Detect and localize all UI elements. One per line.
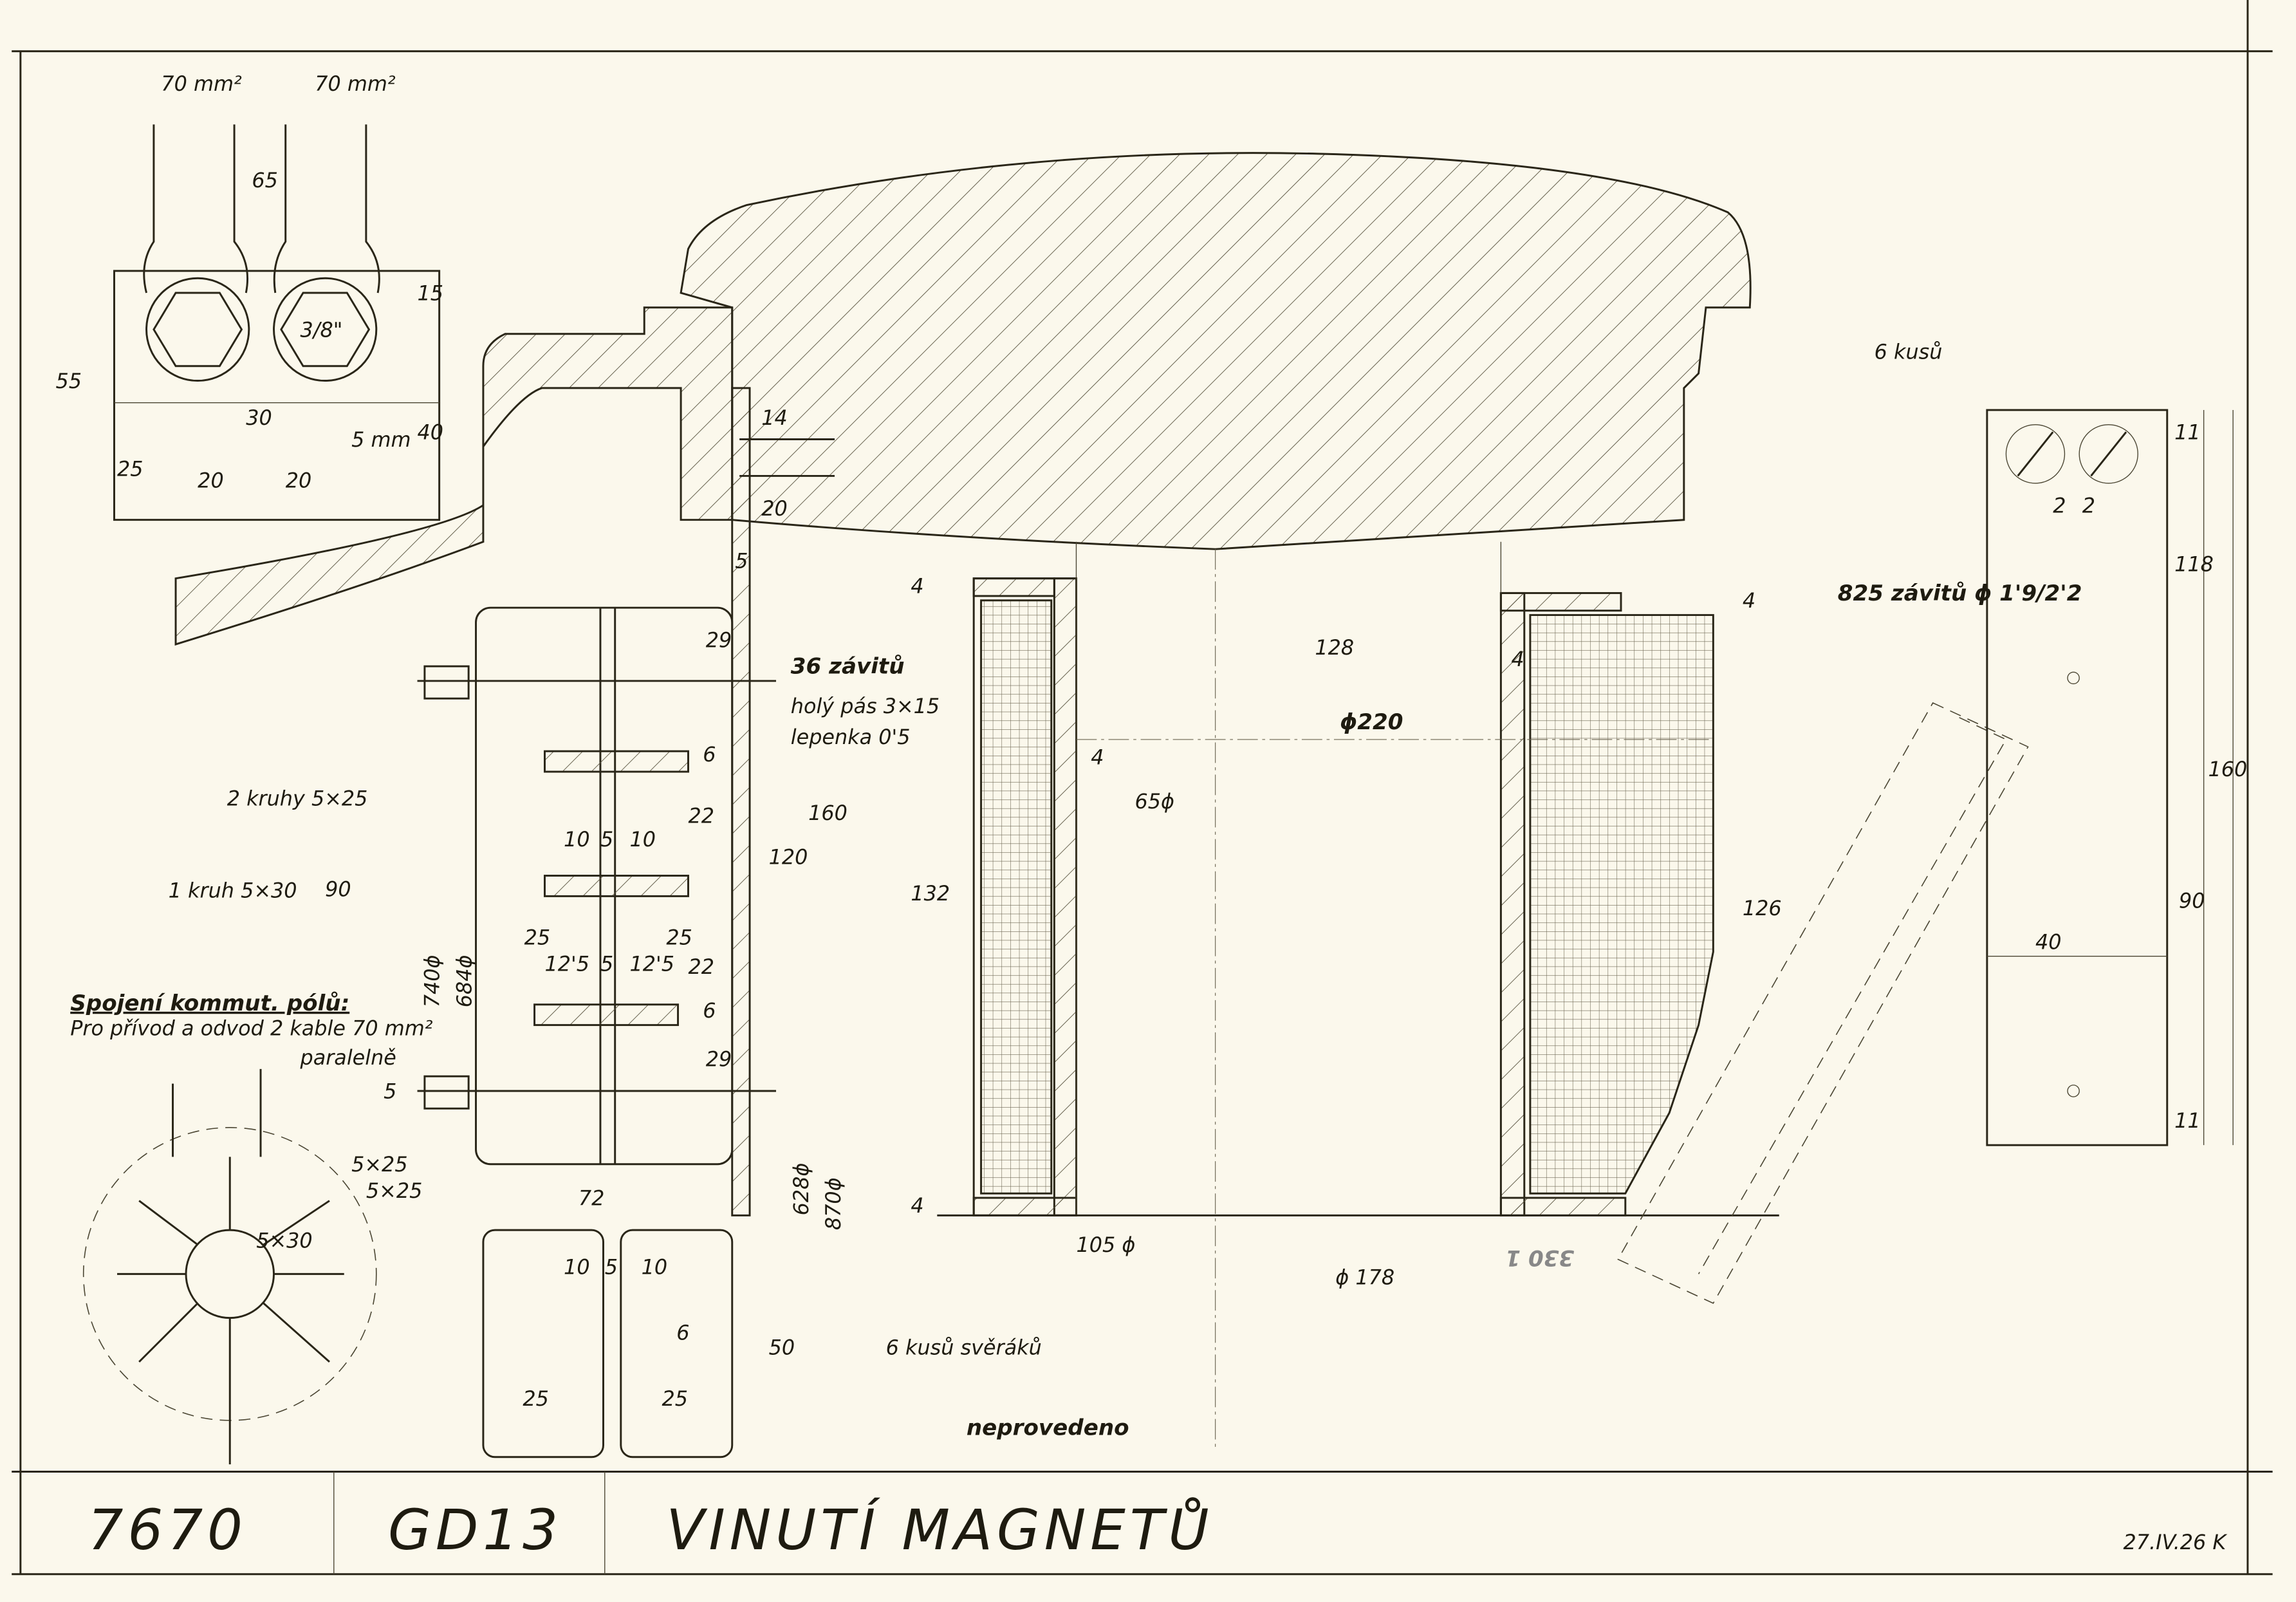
diagram-label: 5×30 bbox=[256, 1228, 312, 1253]
dim-15: 15 bbox=[418, 281, 444, 305]
dim-55: 55 bbox=[55, 369, 82, 393]
dim: 25 bbox=[666, 925, 692, 949]
dim-40: 40 bbox=[418, 420, 444, 445]
note-clamps: 6 kusů svěráků bbox=[886, 1336, 1042, 1360]
dim: 11 bbox=[2174, 420, 2201, 445]
shunt-coil bbox=[1499, 591, 1714, 1216]
dim: 5 bbox=[384, 1079, 396, 1103]
dim: 90 bbox=[325, 877, 351, 901]
dim: 4 bbox=[1743, 588, 1755, 613]
dim: 25 bbox=[523, 1386, 549, 1411]
note-36-turns: 36 závitů bbox=[791, 654, 905, 680]
connection-heading: Spojení kommut. pólů: bbox=[70, 991, 349, 1016]
main-pole-section bbox=[680, 152, 1752, 550]
drawing-number: 7670 bbox=[88, 1498, 247, 1563]
dim: 740ϕ bbox=[420, 955, 445, 1008]
drawing-title: VINUTÍ MAGNETŮ bbox=[666, 1496, 1213, 1563]
dim: 4 bbox=[1091, 745, 1104, 770]
dim: 684ϕ bbox=[452, 955, 477, 1008]
dim: 11 bbox=[2174, 1108, 2201, 1133]
note-insulation: lepenka 0'5 bbox=[791, 725, 911, 749]
dim: 25 bbox=[662, 1386, 689, 1411]
dim: 4 bbox=[911, 1193, 923, 1218]
dim: 50 bbox=[769, 1336, 795, 1360]
dim: 4 bbox=[911, 573, 923, 598]
dim: 105 ϕ bbox=[1077, 1233, 1136, 1257]
dim: ϕ 178 bbox=[1335, 1265, 1394, 1289]
dim: 10 bbox=[564, 827, 590, 852]
dim: 126 bbox=[1743, 896, 1782, 920]
pole-connection-diagram bbox=[82, 1068, 377, 1465]
dim: 120 bbox=[769, 844, 808, 869]
dim: 29 bbox=[706, 1047, 732, 1071]
dim: 20 bbox=[761, 496, 788, 521]
dim: 10 bbox=[642, 1254, 668, 1279]
dim: 72 bbox=[579, 1186, 605, 1210]
note-not-executed: neprovedeno bbox=[967, 1415, 1129, 1441]
dim-30: 30 bbox=[246, 405, 272, 430]
dim: 4 bbox=[1511, 647, 1524, 671]
dim: 5 bbox=[735, 549, 748, 573]
dim: 22 bbox=[688, 955, 714, 979]
series-coil bbox=[972, 577, 1077, 1216]
commutating-pole-winding bbox=[417, 387, 835, 1458]
diagram-label: 5×25 bbox=[351, 1152, 407, 1177]
dim: 12'5 bbox=[544, 951, 589, 976]
coil-outline-tilted bbox=[1617, 702, 2029, 1304]
machine-code: GD13 bbox=[388, 1498, 562, 1563]
dim: 6 bbox=[676, 1321, 689, 1345]
dim: 2 bbox=[2082, 493, 2095, 517]
dim-20b: 20 bbox=[286, 469, 312, 493]
dim: 12'5 bbox=[629, 951, 674, 976]
dim: 6 bbox=[703, 998, 716, 1023]
dim: 22 bbox=[688, 804, 714, 828]
connection-line1: Pro přívod a odvod 2 kable 70 mm² bbox=[70, 1016, 433, 1041]
date-signature: 27.IV.26 K bbox=[2123, 1530, 2227, 1554]
note-2-rings: 2 kruhy 5×25 bbox=[227, 786, 368, 810]
title-block: 7670 GD13 VINUTÍ MAGNETŮ 27.IV.26 K bbox=[88, 1496, 2228, 1563]
note-6-pieces: 6 kusů bbox=[1875, 339, 1943, 364]
dim: 5 bbox=[600, 951, 613, 976]
dim: 29 bbox=[706, 628, 732, 653]
dim: 870ϕ bbox=[821, 1177, 846, 1230]
note-825-turns: 825 závitů ϕ 1'9/2'2 bbox=[1838, 581, 2082, 606]
dim-5mm: 5 mm bbox=[351, 427, 411, 452]
dim: 128 bbox=[1315, 635, 1354, 660]
stamp-number: 330 1 bbox=[1505, 1245, 1574, 1271]
dim-20a: 20 bbox=[198, 469, 224, 493]
dim-3-8: 3/8" bbox=[300, 317, 342, 342]
diagram-label: 5×25 bbox=[366, 1178, 422, 1203]
dim: 5 bbox=[600, 827, 613, 852]
dim: 6 bbox=[703, 742, 716, 767]
dim: 10 bbox=[564, 1254, 590, 1279]
dim-65: 65 bbox=[252, 168, 278, 192]
dim: 40 bbox=[2035, 929, 2062, 954]
terminal-lug-detail bbox=[113, 124, 441, 521]
dim: 628ϕ bbox=[789, 1163, 813, 1216]
connection-line2: paralelně bbox=[299, 1045, 396, 1070]
dim: 5 bbox=[605, 1254, 618, 1279]
dim: 10 bbox=[629, 827, 656, 852]
yoke-frame-section bbox=[174, 306, 734, 646]
dim: 160 bbox=[2208, 757, 2247, 781]
annotations: 70 mm² 70 mm² 65 3/8" 15 55 40 30 25 20 … bbox=[55, 71, 2247, 1441]
clamp-plate-detail bbox=[1986, 409, 2234, 1146]
note-1-ring: 1 kruh 5×30 bbox=[169, 879, 297, 903]
dim: 160 bbox=[808, 801, 847, 825]
dim: 25 bbox=[524, 925, 551, 949]
sheet-frame bbox=[12, 0, 2273, 1576]
dim: 118 bbox=[2174, 552, 2214, 576]
dim: 90 bbox=[2179, 889, 2205, 913]
dim: 132 bbox=[911, 881, 950, 906]
note-copper-strip: holý pás 3×15 bbox=[791, 694, 940, 718]
dim: 2 bbox=[2053, 493, 2066, 517]
dim: ϕ220 bbox=[1340, 709, 1403, 735]
dim: 65ϕ bbox=[1135, 789, 1175, 814]
dim-25: 25 bbox=[117, 456, 144, 481]
label-cable-right: 70 mm² bbox=[315, 71, 396, 96]
label-cable-left: 70 mm² bbox=[161, 71, 242, 96]
dim: 14 bbox=[761, 405, 788, 430]
